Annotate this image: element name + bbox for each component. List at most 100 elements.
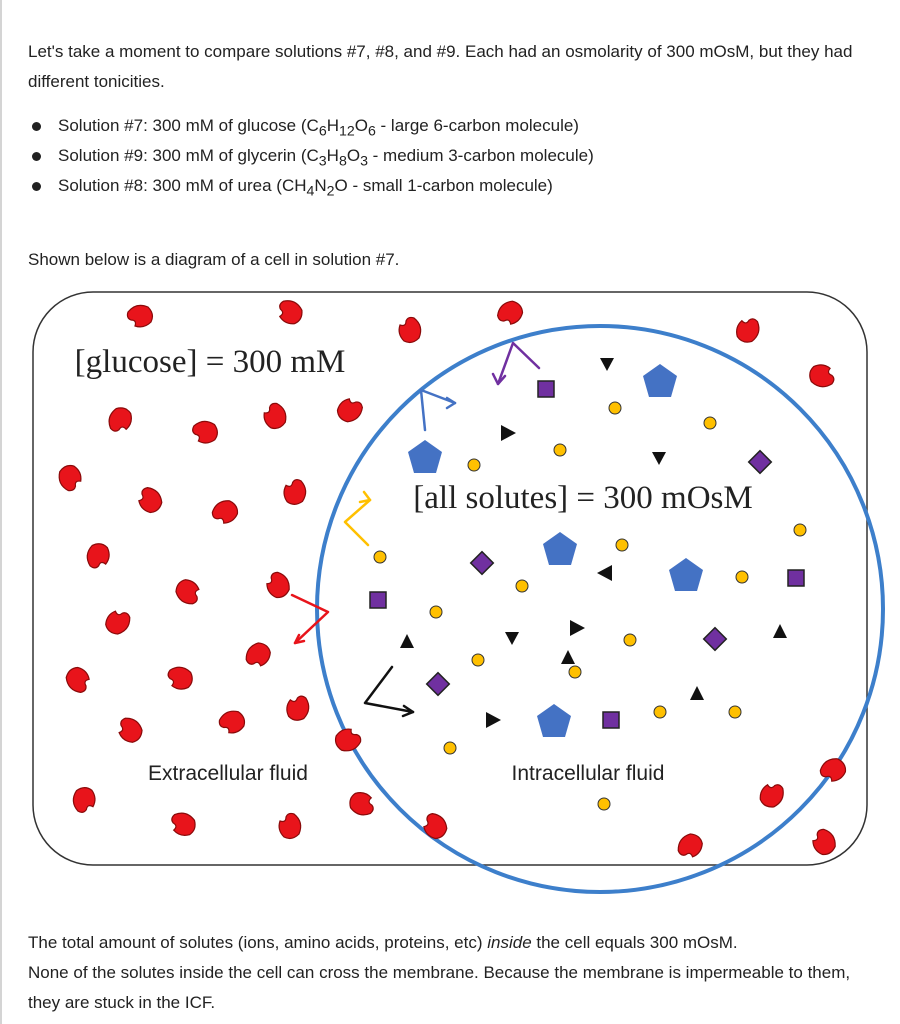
glucose-concentration-label: [glucose] = 300 mM xyxy=(75,344,346,380)
glucose-molecule xyxy=(812,828,836,856)
glucose-molecule xyxy=(286,695,310,721)
glucose-molecule xyxy=(278,300,303,325)
extracellular-fluid-label: Extracellular fluid xyxy=(148,762,308,785)
dot-solute xyxy=(793,523,807,537)
purple-arrowhead xyxy=(491,372,507,386)
solution-item-7: Solution #7: 300 mM of glucose (C6H12O6 … xyxy=(28,111,594,141)
glucose-molecule xyxy=(334,728,362,752)
glucose-molecule xyxy=(496,300,524,325)
glucose-molecule xyxy=(266,571,290,599)
glucose-molecule xyxy=(278,812,302,840)
dot-solute xyxy=(653,705,667,719)
dot-solute xyxy=(443,741,457,755)
yellow-arrowhead xyxy=(358,490,372,504)
triangle-solute xyxy=(690,686,704,700)
glucose-molecule xyxy=(58,464,82,492)
glucose-molecule xyxy=(263,402,287,430)
triangle-solute xyxy=(400,634,414,648)
triangle-solute xyxy=(652,452,666,465)
diamond-solute xyxy=(469,550,495,576)
square-solute xyxy=(787,569,805,587)
triangle-solute xyxy=(600,358,614,371)
dot-solute xyxy=(429,605,443,619)
glucose-molecule xyxy=(105,610,131,635)
dot-solute xyxy=(703,416,717,430)
black-reflection-arrow xyxy=(363,665,415,714)
glucose-molecule xyxy=(108,407,132,432)
square-solute xyxy=(602,711,620,729)
glucose-molecule xyxy=(192,420,218,444)
glucose-molecule xyxy=(283,479,307,505)
red-reflection-arrow xyxy=(290,593,330,645)
glucose-molecule xyxy=(677,833,703,858)
diagram-caption: Shown below is a diagram of a cell in so… xyxy=(28,250,400,269)
diamond-solute xyxy=(747,449,773,475)
dot-solute xyxy=(728,705,742,719)
diamond-solute xyxy=(702,626,728,652)
triangle-solute xyxy=(570,620,585,636)
emphasis-inside: inside xyxy=(487,933,532,952)
pentagon-solute xyxy=(643,364,677,397)
red-arrowhead xyxy=(293,633,306,645)
cell-membrane xyxy=(315,324,885,894)
glucose-molecule xyxy=(819,758,847,782)
dot-solute xyxy=(467,458,481,472)
pentagon-solute xyxy=(669,558,703,591)
intracellular-solutes xyxy=(369,358,807,811)
intracellular-concentration-label: [all solutes] = 300 mOsM xyxy=(413,480,752,516)
pentagon-solute xyxy=(537,704,571,737)
triangle-solute xyxy=(773,624,787,638)
dot-solute xyxy=(608,401,622,415)
glucose-molecule xyxy=(65,666,90,694)
glucose-molecule xyxy=(86,543,110,569)
glucose-molecule xyxy=(398,316,422,344)
triangle-solute xyxy=(597,565,612,581)
glucose-molecule xyxy=(759,783,784,808)
dot-solute xyxy=(568,665,582,679)
glucose-molecules xyxy=(58,300,847,858)
glucose-molecule xyxy=(218,710,246,734)
glucose-molecule xyxy=(118,717,143,743)
diamond-solute xyxy=(425,671,451,697)
dot-solute xyxy=(515,579,529,593)
glucose-molecule xyxy=(167,666,193,690)
glucose-molecule xyxy=(126,304,154,328)
square-solute xyxy=(369,591,387,609)
dot-solute xyxy=(623,633,637,647)
dot-solute xyxy=(471,653,485,667)
square-solute xyxy=(537,380,555,398)
glucose-molecule xyxy=(336,398,364,423)
purple-reflection-arrow xyxy=(496,341,541,386)
glucose-molecule xyxy=(245,642,271,667)
solution-item-8: Solution #8: 300 mM of urea (CH4N2O - sm… xyxy=(28,171,594,201)
glucose-molecule xyxy=(72,787,96,813)
dot-solute xyxy=(597,797,611,811)
blue-arrowhead xyxy=(445,396,457,410)
intro-paragraph: Let's take a moment to compare solutions… xyxy=(28,42,853,91)
glucose-molecule xyxy=(211,500,239,524)
pentagon-solute xyxy=(408,440,442,473)
triangle-solute xyxy=(486,712,501,728)
dot-solute xyxy=(615,538,629,552)
solution-list: Solution #7: 300 mM of glucose (C6H12O6 … xyxy=(28,111,594,201)
solution-item-9: Solution #9: 300 mM of glycerin (C3H8O3 … xyxy=(28,141,594,171)
glucose-molecule xyxy=(736,318,760,343)
dot-solute xyxy=(735,570,749,584)
glucose-molecule xyxy=(423,812,448,840)
pentagon-solute xyxy=(543,532,577,565)
yellow-reflection-arrow xyxy=(343,498,372,547)
black-arrowhead xyxy=(401,704,415,718)
intracellular-fluid-label: Intracellular fluid xyxy=(512,762,665,785)
triangle-solute xyxy=(561,650,575,664)
triangle-solute xyxy=(505,632,519,645)
triangle-solute xyxy=(501,425,516,441)
glucose-molecule xyxy=(809,364,835,388)
dot-solute xyxy=(553,443,567,457)
bottom-paragraph: The total amount of solutes (ions, amino… xyxy=(28,933,851,1012)
glucose-molecule xyxy=(171,812,196,836)
left-border xyxy=(0,0,2,1024)
glucose-molecule xyxy=(138,486,163,514)
bouncing-arrows xyxy=(290,341,541,718)
blue-reflection-arrow xyxy=(419,388,457,432)
